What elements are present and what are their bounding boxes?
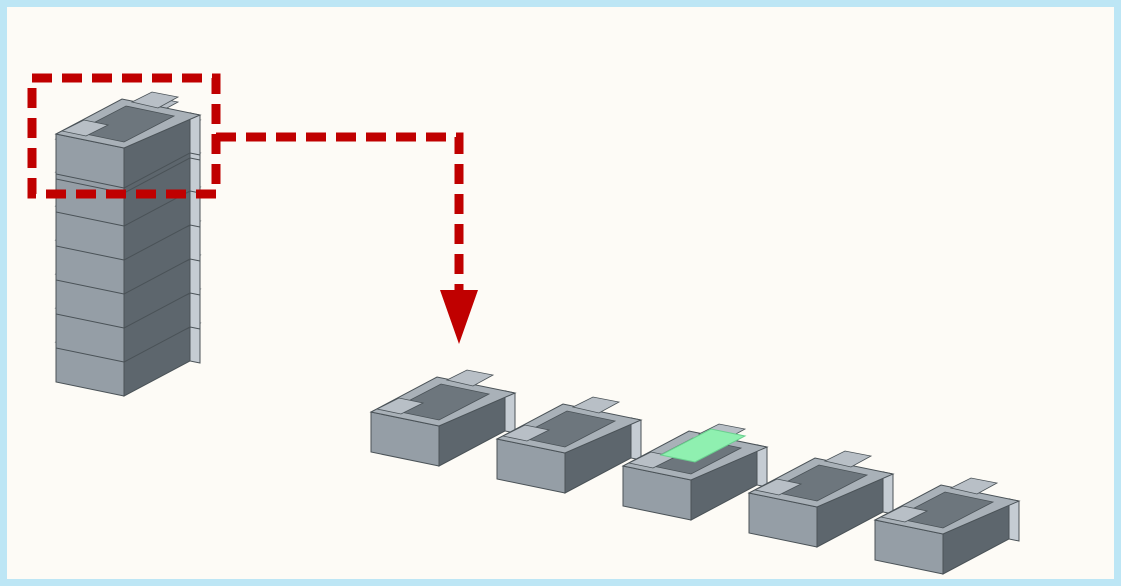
row-tray-5 [874,477,1020,575]
arrow-path [216,132,464,292]
row-tray-2 [496,396,642,494]
dashed-arrow-down-icon [216,132,478,344]
tray-row [370,369,1020,575]
tray-stack [55,91,201,397]
row-tray-3-highlighted [622,423,768,521]
row-tray-4 [748,450,894,548]
row-tray-1 [370,369,516,467]
highlight-fill [659,428,747,463]
arrow-head [440,290,478,344]
